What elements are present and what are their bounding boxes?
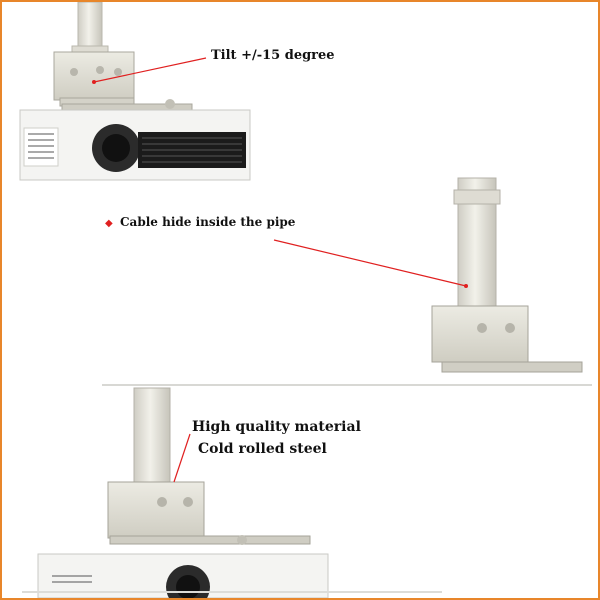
quality-callout: High quality material Cold rolled steel	[192, 416, 361, 460]
cable-bullet-icon: ◆	[105, 218, 113, 229]
top-mount	[19, 2, 251, 181]
quality-leader-line	[173, 433, 191, 483]
middle-mount	[102, 177, 592, 386]
cable-leader-line	[273, 239, 467, 287]
quality-line-2: Cold rolled steel	[198, 441, 327, 457]
tilt-callout: Tilt +/-15 degree	[211, 48, 335, 63]
quality-line-1: High quality material	[192, 419, 361, 435]
cable-callout: Cable hide inside the pipe	[120, 215, 296, 229]
tilt-leader-line	[93, 57, 207, 83]
bottom-mount	[22, 387, 442, 598]
